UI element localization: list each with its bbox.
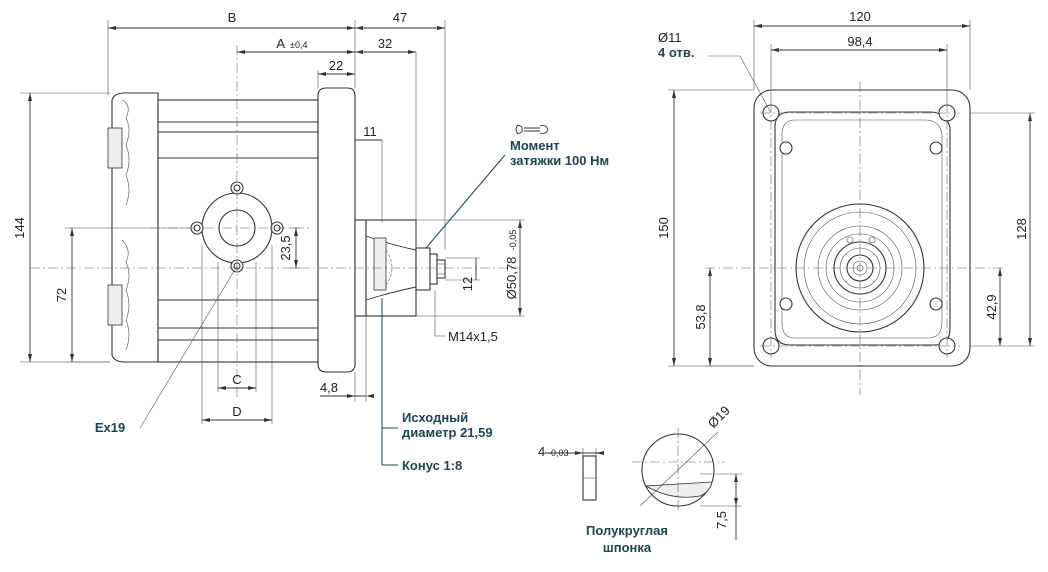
key-note-line2: шпонка bbox=[603, 540, 652, 555]
wrench-icon bbox=[515, 124, 549, 135]
hole-diameter: Ø11 bbox=[658, 30, 682, 45]
dim-53-8: 53,8 bbox=[693, 304, 708, 329]
hole-leader bbox=[708, 55, 772, 114]
dim-150: 150 bbox=[656, 217, 671, 239]
hole-count: 4 отв. bbox=[658, 45, 694, 60]
shaft-nut bbox=[415, 247, 431, 291]
torque-leader bbox=[425, 154, 506, 249]
key-width-tolerance: -0,03 bbox=[548, 448, 569, 458]
key-note-line1: Полукруглая bbox=[586, 523, 668, 538]
cone-note: Конус 1:8 bbox=[402, 458, 462, 473]
dim-d: D bbox=[232, 404, 241, 419]
dim-47: 47 bbox=[393, 10, 407, 25]
front-flange bbox=[317, 87, 356, 373]
dim-22: 22 bbox=[329, 58, 343, 73]
pitch-note-line2: диаметр 21,59 bbox=[402, 425, 493, 440]
side-view: B 47 A ±0,4 32 22 11 144 72 23,5 C D 4,8… bbox=[12, 10, 609, 473]
key-width: 4 bbox=[538, 444, 545, 459]
dim-32: 32 bbox=[378, 36, 392, 51]
dim-98-4: 98,4 bbox=[847, 34, 872, 49]
key-height: 7,5 bbox=[714, 511, 729, 529]
dim-b: B bbox=[228, 10, 237, 25]
thread-label: M14x1,5 bbox=[448, 329, 498, 344]
key-detail: 4 -0,03 Ø19 7,5 Полукруглая шпонка bbox=[538, 403, 742, 555]
rear-bolt-bottom bbox=[107, 284, 123, 326]
inner-hole-tr bbox=[929, 141, 943, 155]
dim-shaft-diameter: Ø50,78 bbox=[504, 257, 519, 300]
dim-120: 120 bbox=[849, 9, 871, 24]
port-label: Ex19 bbox=[95, 420, 125, 435]
torque-note-line1: Момент bbox=[510, 138, 560, 153]
dim-11: 11 bbox=[363, 124, 377, 139]
dim-42-9: 42,9 bbox=[984, 294, 999, 319]
inner-hole-br bbox=[929, 297, 943, 311]
thread-tip bbox=[436, 259, 446, 279]
dim-c: C bbox=[232, 372, 241, 387]
front-view: 120 98,4 Ø11 4 отв. 150 128 53,8 42,9 bbox=[656, 9, 1035, 395]
dim-shaft-tolerance: -0,05 bbox=[508, 230, 518, 251]
pitch-note-line1: Исходный bbox=[402, 410, 468, 425]
key-segment bbox=[644, 481, 713, 498]
dim-128: 128 bbox=[1014, 218, 1029, 240]
dim-a: A bbox=[276, 36, 285, 51]
inner-hole-tl bbox=[779, 141, 793, 155]
nut-collar bbox=[429, 253, 438, 285]
dim-4-8: 4,8 bbox=[320, 380, 338, 395]
dim-a-tol: ±0,4 bbox=[290, 40, 307, 50]
dim-12: 12 bbox=[460, 277, 475, 291]
dim-23-5: 23,5 bbox=[278, 235, 293, 260]
rear-bolt-top bbox=[107, 127, 123, 169]
key-slot bbox=[373, 237, 387, 291]
dim-144: 144 bbox=[12, 217, 27, 239]
dim-72: 72 bbox=[54, 288, 69, 302]
inner-hole-bl bbox=[779, 297, 793, 311]
port-leader bbox=[139, 265, 238, 429]
key-diameter: Ø19 bbox=[705, 403, 733, 431]
torque-note-line2: затяжки 100 Нм bbox=[510, 153, 609, 168]
